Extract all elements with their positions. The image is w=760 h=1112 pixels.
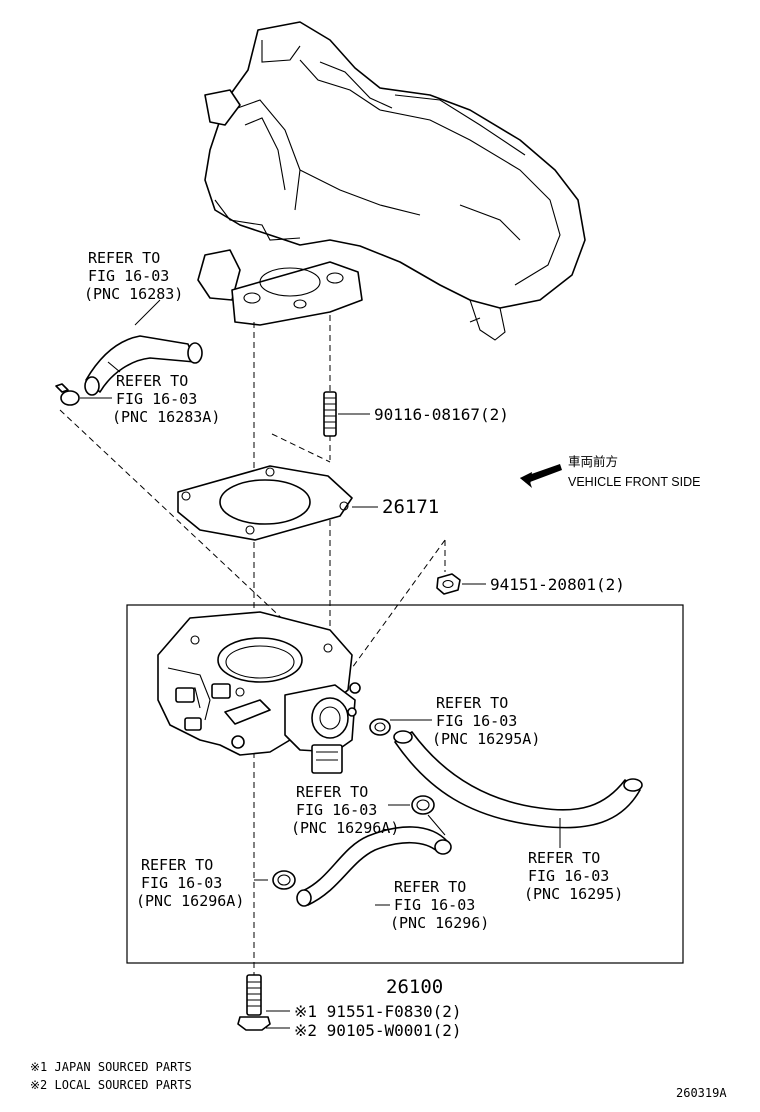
- ref-16296a-lower-label: REFER TO FIG 16-03 (PNC 16296A): [136, 856, 244, 910]
- leader-lines: [80, 299, 561, 1029]
- hose-16296: [296, 826, 452, 907]
- note-local-sourced: ※2 LOCAL SOURCED PARTS: [30, 1078, 192, 1092]
- ref-line-1: REFER TO: [528, 849, 600, 867]
- ref-line-3: (PNC 16283A): [112, 408, 220, 426]
- ref-16296-label: REFER TO FIG 16-03 (PNC 16296): [390, 878, 489, 932]
- part-number-gasket: 26171: [382, 496, 439, 518]
- gasket: [177, 465, 353, 541]
- flange-nut: [436, 573, 461, 595]
- ref-line-3: (PNC 16296A): [291, 819, 399, 837]
- clamp-16295a: [369, 718, 391, 736]
- vehicle-front-japanese: 車両前方: [568, 454, 618, 469]
- ref-line-1: REFER TO: [394, 878, 466, 896]
- part-number-nut: 94151-20801(2): [490, 575, 625, 594]
- figure-id: 260319A: [676, 1086, 727, 1100]
- ref-16295a-label: REFER TO FIG 16-03 (PNC 16295A): [432, 694, 540, 748]
- ref-line-2: FIG 16-03: [116, 390, 197, 408]
- ref-line-1: REFER TO: [116, 372, 188, 390]
- vehicle-front-english: VEHICLE FRONT SIDE: [568, 475, 700, 489]
- ref-16283a-label: REFER TO FIG 16-03 (PNC 16283A): [112, 372, 220, 426]
- clamp-16296a-lower: [272, 870, 296, 890]
- ref-line-3: (PNC 16295): [524, 885, 623, 903]
- throttle-body-assy-box: [126, 604, 684, 964]
- ref-line-1: REFER TO: [296, 783, 368, 801]
- ref-16295-label: REFER TO FIG 16-03 (PNC 16295): [524, 849, 623, 903]
- ref-line-1: REFER TO: [88, 249, 160, 267]
- intake-manifold-drawing: [197, 21, 586, 341]
- throttle-body: [157, 611, 361, 774]
- ref-line-2: FIG 16-03: [528, 867, 609, 885]
- ref-line-2: FIG 16-03: [394, 896, 475, 914]
- hose-16295: [393, 730, 643, 829]
- ref-line-2: FIG 16-03: [88, 267, 169, 285]
- ref-line-1: REFER TO: [436, 694, 508, 712]
- ref-line-2: FIG 16-03: [436, 712, 517, 730]
- ref-16283-label: REFER TO FIG 16-03 (PNC 16283): [84, 249, 183, 303]
- flange-bolt: [237, 974, 271, 1031]
- stud-bolt: [323, 391, 337, 437]
- ref-16296a-upper-label: REFER TO FIG 16-03 (PNC 16296A): [291, 783, 399, 837]
- part-number-throttle-body-assy: 26100: [386, 976, 443, 998]
- ref-line-3: (PNC 16295A): [432, 730, 540, 748]
- vehicle-front-arrow: [520, 464, 562, 488]
- ref-line-2: FIG 16-03: [141, 874, 222, 892]
- ref-line-1: REFER TO: [141, 856, 213, 874]
- ref-line-3: (PNC 16296A): [136, 892, 244, 910]
- ref-line-3: (PNC 16296): [390, 914, 489, 932]
- part-number-bolt-local: ※2 90105-W0001(2): [294, 1021, 462, 1040]
- clamp-16296a-upper: [411, 795, 435, 815]
- clamp-16283a: [55, 383, 80, 406]
- part-number-stud-bolt: 90116-08167(2): [374, 405, 509, 424]
- hose-16283: [84, 335, 203, 396]
- ref-line-2: FIG 16-03: [296, 801, 377, 819]
- ref-line-3: (PNC 16283): [84, 285, 183, 303]
- part-number-bolt-japan: ※1 91551-F0830(2): [294, 1002, 462, 1021]
- note-japan-sourced: ※1 JAPAN SOURCED PARTS: [30, 1060, 192, 1074]
